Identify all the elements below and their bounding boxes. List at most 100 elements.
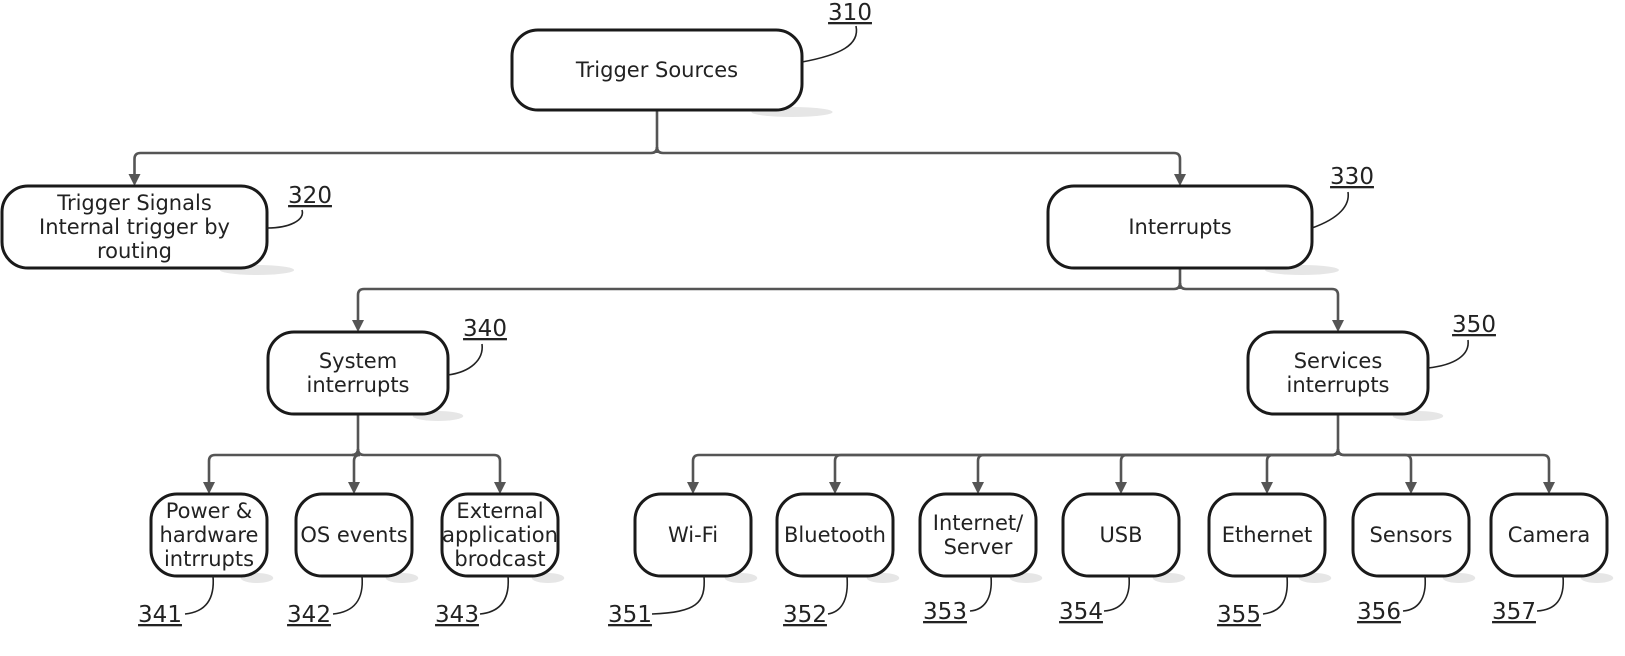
leader-line-350 [1427, 339, 1469, 369]
leader-line-351 [651, 575, 706, 615]
node-label-line: routing [97, 239, 172, 263]
leader-line-354 [1103, 575, 1130, 612]
node-camera: Camera [1489, 492, 1614, 583]
leader-line-356 [1402, 575, 1427, 612]
node-usb: USB [1061, 492, 1186, 583]
arrowhead-bluetooth [829, 482, 841, 494]
arrowhead-wifi [687, 482, 699, 494]
node-label-line: hardware [160, 523, 259, 547]
reference-numeral-341: 341 [138, 602, 182, 628]
node-sensors: Sensors [1351, 492, 1476, 583]
reference-numeral-352: 352 [783, 602, 827, 628]
node-label-line: Server [944, 535, 1013, 559]
reference-numeral-356: 356 [1357, 599, 1401, 625]
node-ethernet: Ethernet [1207, 492, 1332, 583]
node-label-line: interrupts [306, 373, 409, 397]
node-box [633, 492, 753, 578]
connector-system-interrupts-to-power-hardware [207, 448, 360, 484]
node-box [918, 492, 1038, 578]
node-label-line: intrrupts [164, 547, 254, 571]
node-label-line: application [442, 523, 558, 547]
leader-line-352 [827, 575, 849, 615]
node-box [1061, 492, 1181, 578]
node-label-line: Sensors [1370, 523, 1453, 547]
node-label-line: Wi-Fi [668, 523, 718, 547]
node-label-line: System [319, 349, 397, 373]
connector-trigger-sources-to-trigger-signals [133, 146, 659, 176]
connector-system-interrupts-to-external-broadcast [356, 448, 502, 484]
leader-line-310 [801, 25, 858, 63]
node-label-line: USB [1099, 523, 1142, 547]
reference-numeral-340: 340 [463, 316, 507, 342]
reference-numeral-330: 330 [1330, 164, 1374, 190]
arrowhead-power-hardware [203, 482, 215, 494]
node-box [1046, 184, 1314, 270]
leader-line-353 [969, 575, 993, 612]
node-wifi: Wi-Fi [633, 492, 758, 583]
leader-line-341 [184, 575, 214, 615]
node-label-line: Trigger Signals [56, 191, 212, 215]
node-os-events: OS events [294, 492, 419, 583]
arrowhead-sensors [1405, 482, 1417, 494]
leader-line-340 [447, 343, 483, 376]
node-label-line: Internal trigger by [39, 215, 230, 239]
arrowhead-internet-server [972, 482, 984, 494]
node-box [266, 330, 450, 416]
connector-services-interrupts-to-ethernet [1265, 448, 1340, 484]
arrowhead-services-interrupts [1332, 320, 1344, 332]
node-bluetooth: Bluetooth [775, 492, 900, 583]
node-box [510, 28, 804, 112]
leader-line-357 [1536, 575, 1564, 612]
reference-numeral-357: 357 [1492, 599, 1536, 625]
node-label-line: External [456, 499, 543, 523]
reference-numeral-355: 355 [1217, 602, 1261, 628]
node-box [149, 492, 269, 578]
reference-numeral-350: 350 [1452, 312, 1496, 338]
arrowhead-interrupts [1174, 174, 1186, 186]
node-box [1351, 492, 1471, 578]
reference-numeral-353: 353 [923, 599, 967, 625]
reference-numeral-343: 343 [435, 602, 479, 628]
reference-numeral-351: 351 [608, 602, 652, 628]
leader-line-343 [479, 575, 509, 615]
arrowhead-external-broadcast [494, 482, 506, 494]
node-label-line: brodcast [454, 547, 545, 571]
node-box [1246, 330, 1430, 416]
node-label-line: interrupts [1286, 373, 1389, 397]
arrowhead-usb [1115, 482, 1127, 494]
connector-services-interrupts-to-camera [1336, 448, 1551, 484]
leader-line-342 [332, 575, 363, 615]
leader-line-330 [1311, 191, 1349, 229]
reference-numeral-310: 310 [828, 0, 872, 26]
node-box [775, 492, 895, 578]
arrowhead-system-interrupts [352, 320, 364, 332]
arrowhead-camera [1543, 482, 1555, 494]
node-label-line: Camera [1508, 523, 1590, 547]
reference-numeral-354: 354 [1059, 599, 1103, 625]
node-box [440, 492, 560, 578]
node-internet-server: Internet/Server [918, 492, 1043, 583]
reference-numeral-342: 342 [287, 602, 331, 628]
node-label-line: Services [1294, 349, 1383, 373]
node-interrupts: Interrupts [1046, 184, 1339, 275]
node-box [0, 184, 269, 270]
connector-interrupts-to-services-interrupts [1178, 282, 1340, 322]
node-box [1489, 492, 1609, 578]
node-box [1207, 492, 1327, 578]
connector-trigger-sources-to-interrupts [655, 146, 1182, 176]
node-label-line: Ethernet [1222, 523, 1312, 547]
connectors-layer [128, 110, 1555, 494]
arrowhead-ethernet [1261, 482, 1273, 494]
node-label-line: OS events [300, 523, 407, 547]
node-label-line: Interrupts [1128, 215, 1231, 239]
node-label-line: Bluetooth [784, 523, 886, 547]
node-box [294, 492, 414, 578]
